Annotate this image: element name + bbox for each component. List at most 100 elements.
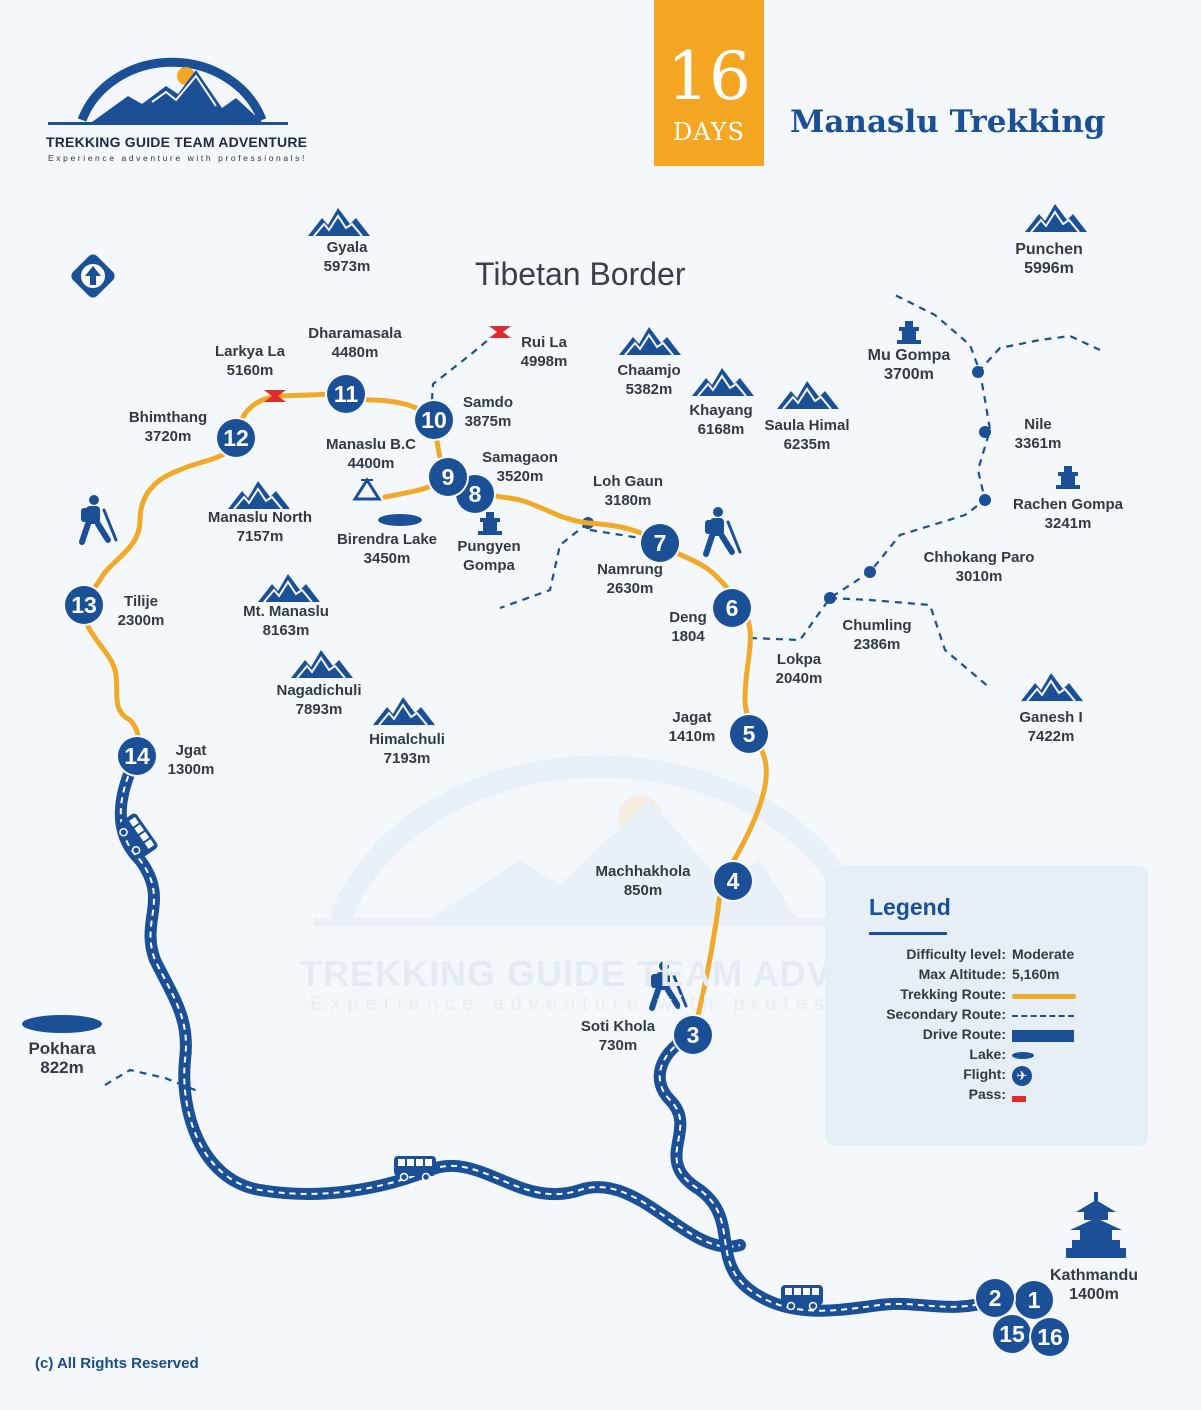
border-label: Tibetan Border [475,256,686,292]
mountain-icon [1020,672,1084,702]
pass-flag-icon [489,326,511,338]
mountain-icon [618,326,682,356]
lake-icon [378,514,422,526]
copyright-text: (c) All Rights Reserved [35,1355,199,1372]
stop-marker[interactable]: 3 [674,1016,712,1054]
trekker-icon [81,495,116,542]
legend-row-lake: Lake: [825,1046,1148,1066]
legend-row-secondary-route: Secondary Route: [825,1006,1148,1026]
stop-marker[interactable]: 10 [415,401,453,439]
stop-marker[interactable]: 6 [713,589,751,627]
mountain-icon [1024,203,1088,233]
stop-marker[interactable]: 1 [1015,1281,1053,1319]
legend-row-max-altitude: Max Altitude:5,160m [918,966,1060,982]
watermark-logo [315,755,895,926]
brand-logo [48,57,288,125]
mountain-icon [290,649,354,679]
stop-marker[interactable]: 13 [65,586,103,624]
stop-marker[interactable]: 2 [976,1279,1014,1317]
legend-panel: Legend Difficulty level:Moderate Max Alt… [825,866,1148,1146]
mountain-icon [307,207,371,237]
drive-route-swatch [1012,1030,1074,1042]
trekker-icon [705,507,740,554]
duration-days-label: DAYS [673,118,745,146]
page-title: Manaslu Trekking [790,104,1106,140]
stop-marker[interactable]: 4 [714,862,752,900]
stop-marker[interactable]: 16 [1031,1318,1069,1356]
duration-badge: 16 DAYS [654,0,764,166]
stop-marker[interactable]: 15 [993,1315,1031,1353]
watermark-tagline: Experience adventure with professionals! [310,993,955,1015]
stop-marker[interactable]: 11 [327,375,365,413]
legend-row-flight: Flight: ✈ [825,1066,1148,1086]
pass-flag-icon [1012,1096,1026,1102]
mountain-icon [257,573,321,603]
lake-icon [1012,1052,1034,1059]
mountain-icon [776,380,840,410]
stop-marker[interactable]: 12 [217,419,255,457]
brand-name: TREKKING GUIDE TEAM ADVENTURE [46,134,308,150]
legend-row-difficulty: Difficulty level:Moderate [906,946,1075,962]
legend-row-trekking-route: Trekking Route: [825,986,1148,1006]
stop-marker[interactable]: 7 [641,524,679,562]
mountain-icon [691,367,755,397]
camp-tent-icon [352,477,382,501]
temple-icon [1066,1192,1126,1258]
stop-marker[interactable]: 5 [730,715,768,753]
legend-title: Legend [869,894,951,920]
brand-tagline: Experience adventure with professionals! [48,153,307,163]
stop-marker[interactable]: 14 [118,737,156,775]
flight-icon: ✈ [1012,1066,1032,1086]
gompa-icon [1056,466,1080,489]
legend-underline [869,932,947,935]
drive-route [114,750,1060,1346]
legend-row-drive-route: Drive Route: [825,1026,1148,1046]
gompa-icon [478,512,502,535]
legend-row-pass: Pass: [825,1086,1148,1106]
duration-days-number: 16 [667,38,751,115]
mountain-icon [372,696,436,726]
stop-marker[interactable]: 9 [429,458,467,496]
mountain-icon [227,480,291,510]
trekking-route-swatch [1012,994,1076,999]
lake-icon [22,1015,102,1033]
secondary-route-swatch [1012,1015,1074,1017]
gompa-icon [897,321,921,344]
